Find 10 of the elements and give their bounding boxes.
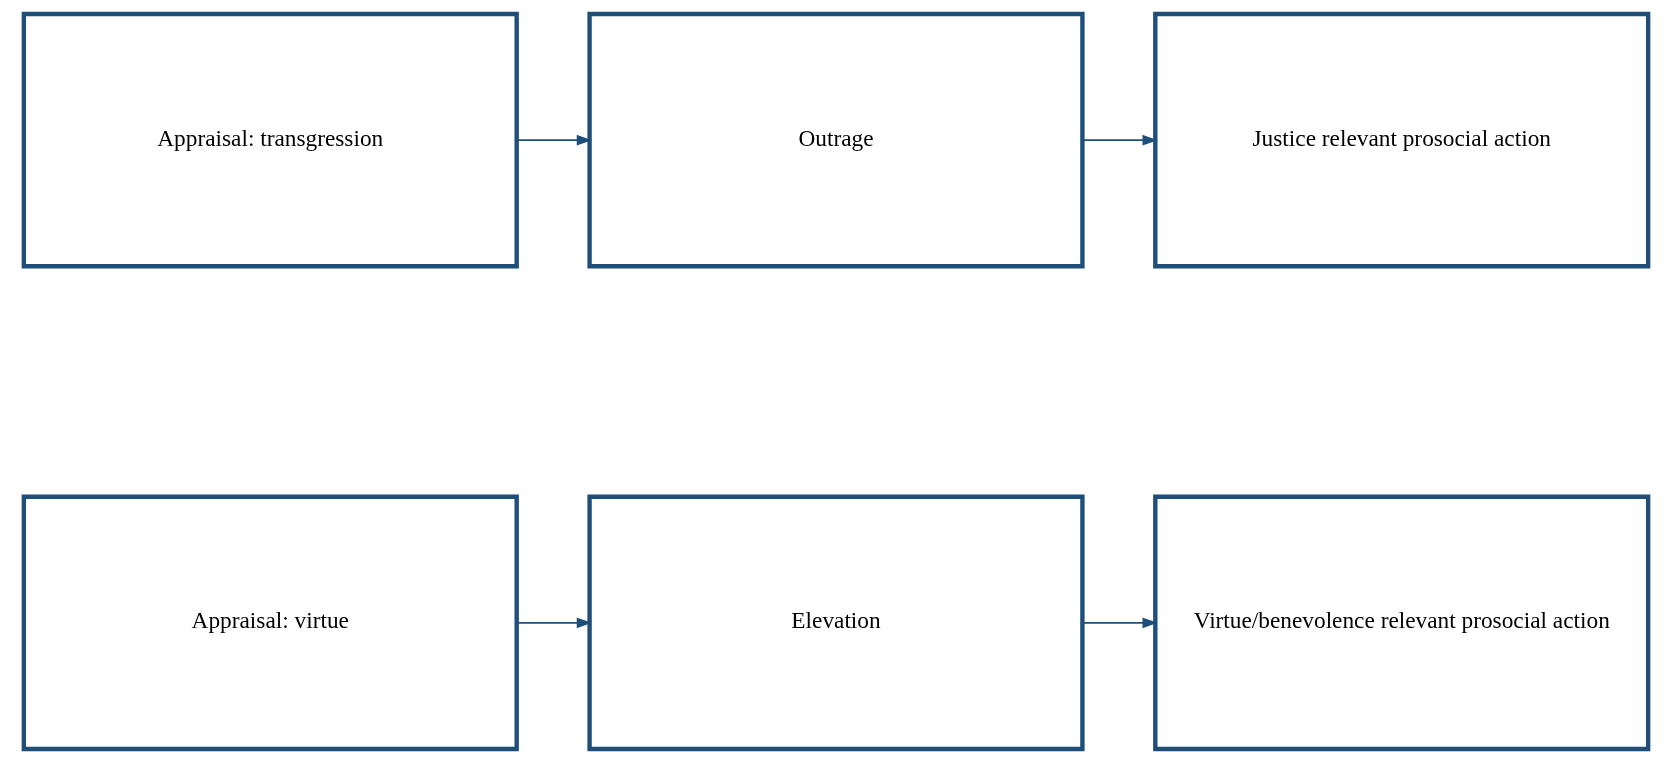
node-box: Justice relevant prosocial action bbox=[1152, 11, 1650, 269]
node-box: Elevation bbox=[586, 494, 1085, 752]
node-box: Appraisal: transgression bbox=[21, 11, 519, 269]
node-box: Outrage bbox=[586, 11, 1085, 269]
arrow bbox=[515, 134, 592, 146]
node-box: Virtue/benevolence relevant prosocial action bbox=[1152, 494, 1650, 752]
node-box: Appraisal: virtue bbox=[21, 494, 519, 752]
arrow bbox=[1081, 134, 1158, 146]
arrow bbox=[515, 617, 592, 629]
arrow bbox=[1081, 617, 1158, 629]
